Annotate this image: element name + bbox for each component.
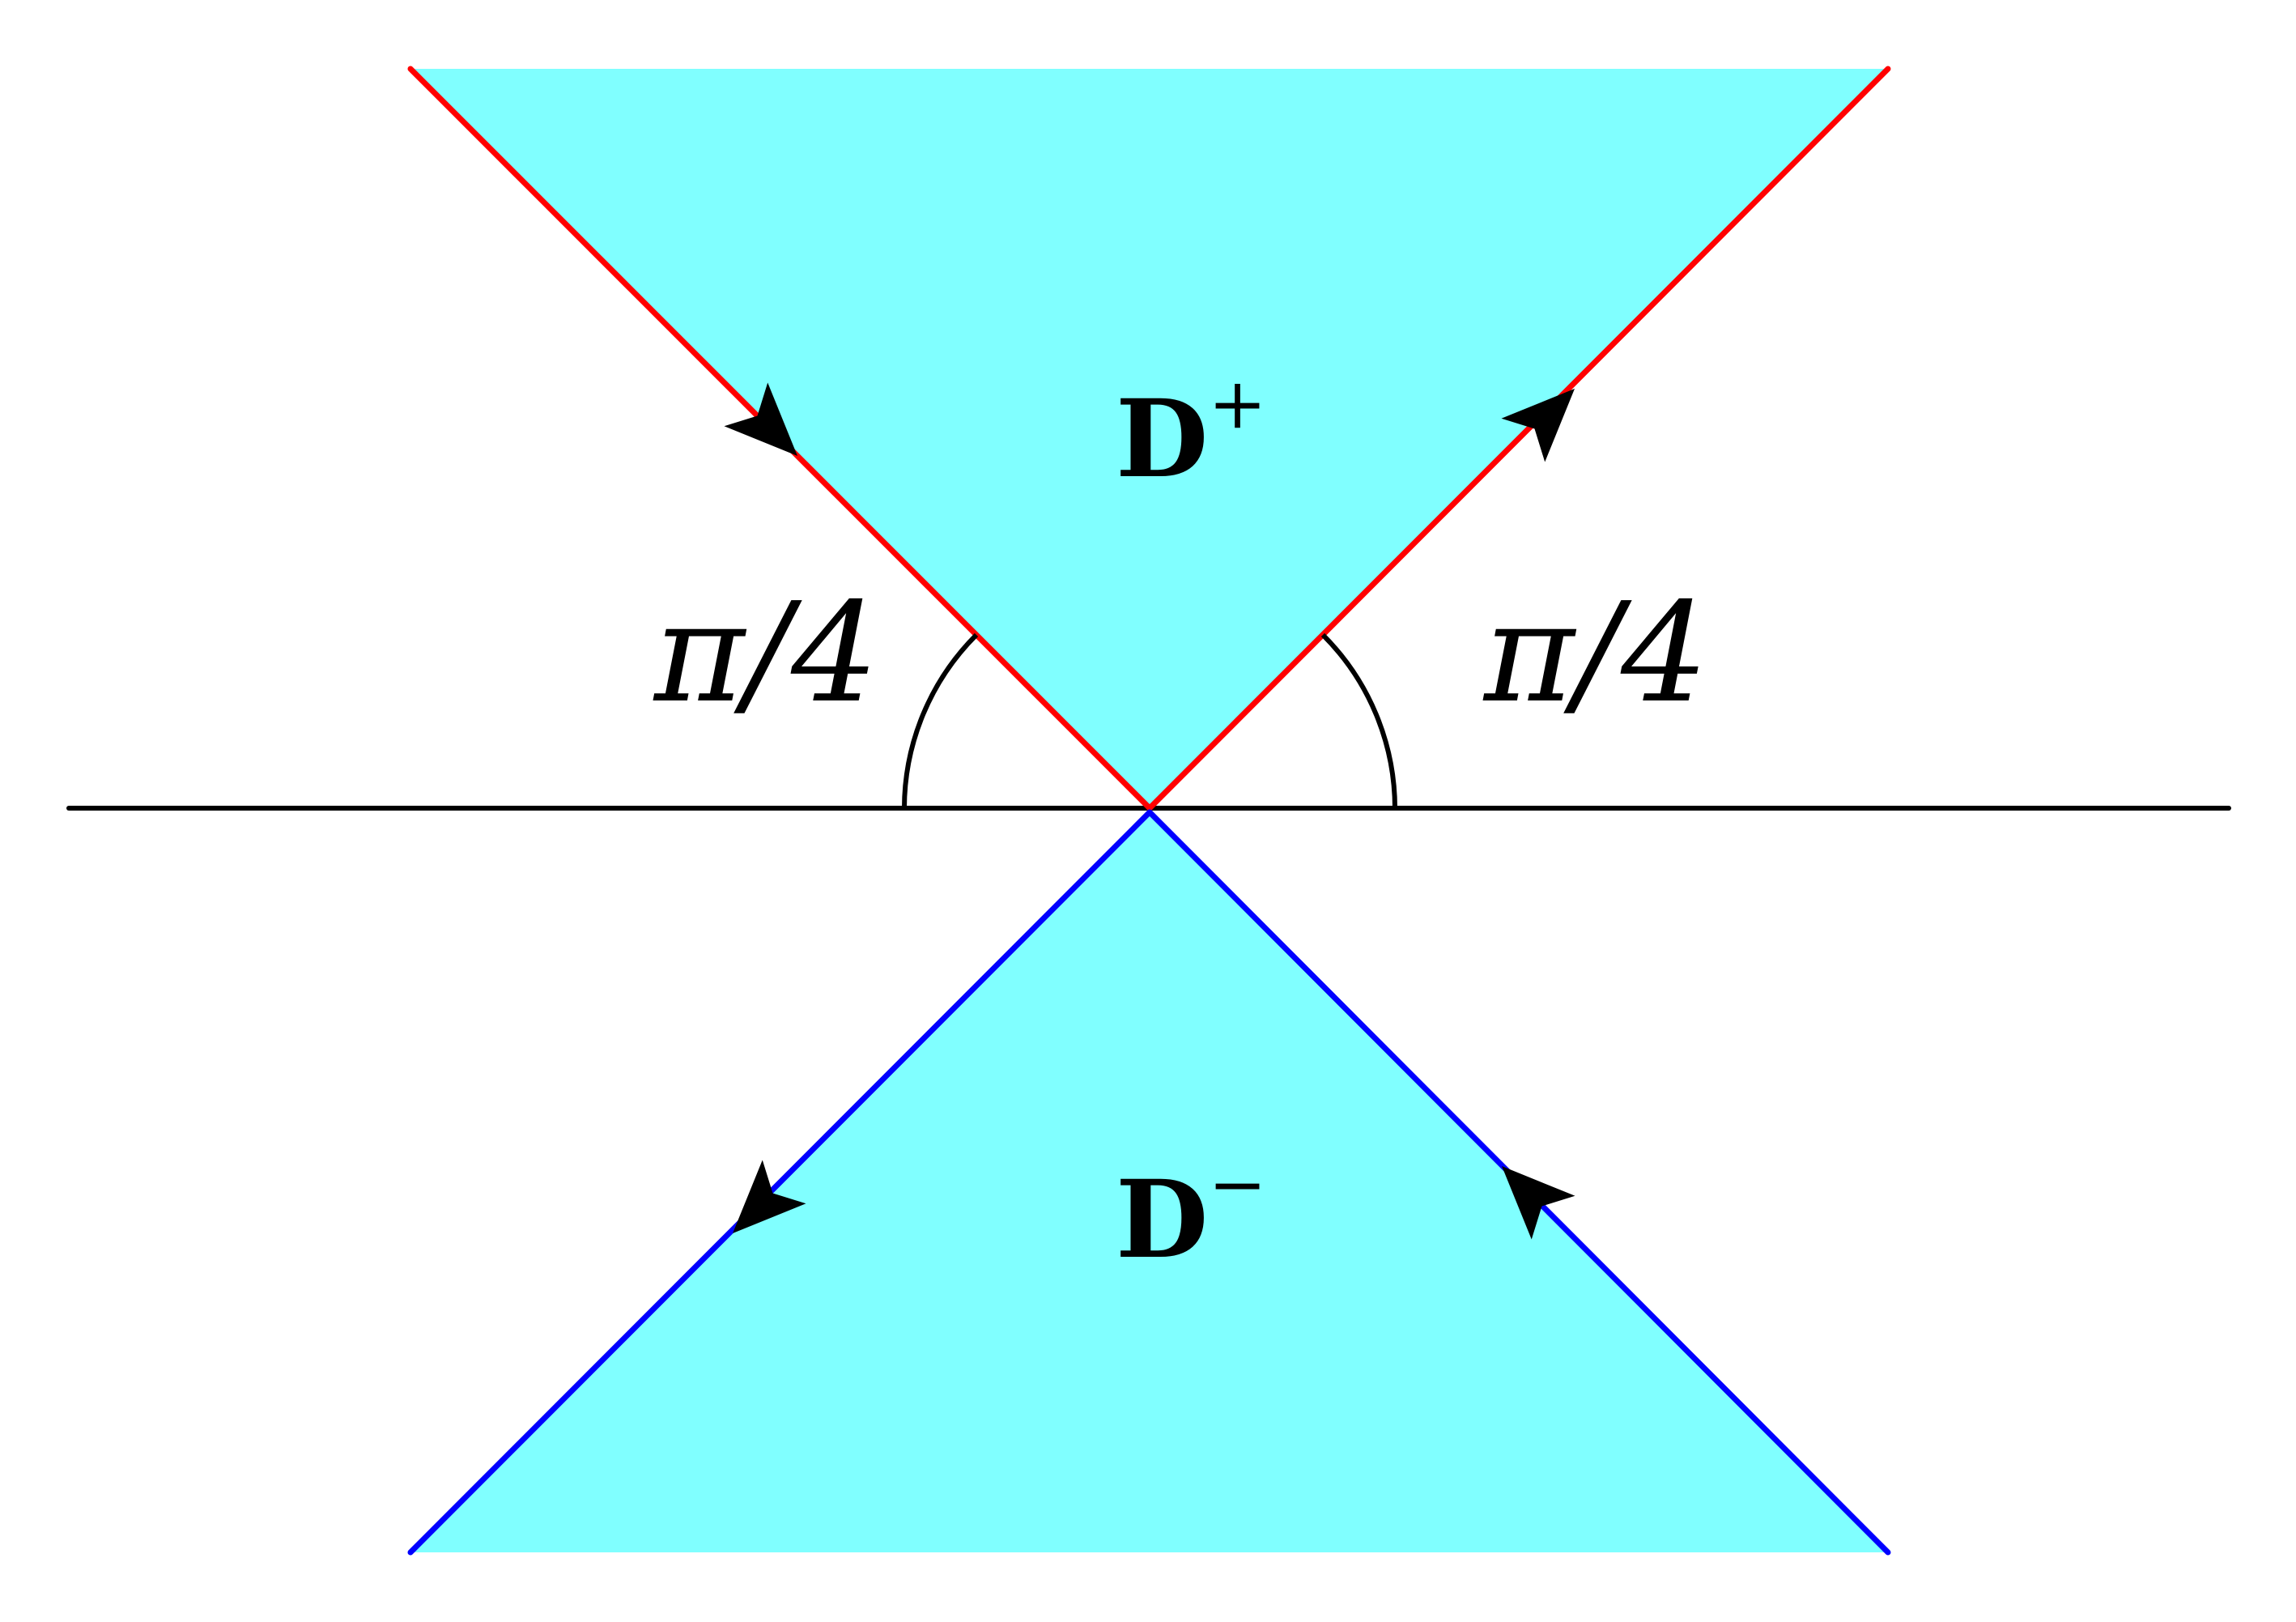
future-region-sup: + — [1208, 364, 1266, 445]
past-region-label: D− — [1116, 1144, 1267, 1283]
past-region-sup: − — [1208, 1144, 1266, 1225]
past-left-edge — [407, 809, 1153, 1556]
past-region-main: D — [1116, 1157, 1208, 1283]
future-region-main: D — [1116, 377, 1208, 502]
future-domain-region — [410, 69, 1888, 807]
arrow-past-right-icon — [1502, 1166, 1575, 1240]
arrow-future-right-icon — [1501, 389, 1575, 462]
arrow-past-left-icon — [733, 1160, 806, 1233]
right-angle-arc — [1320, 632, 1397, 809]
past-domain-region — [410, 812, 1888, 1552]
right-angle-label: π/4 — [1482, 573, 1708, 734]
future-region-label: D+ — [1116, 364, 1267, 502]
arrow-future-left-icon — [724, 382, 797, 456]
future-right-edge — [1146, 66, 1891, 811]
left-angle-arc — [902, 632, 979, 809]
left-angle-label: π/4 — [653, 573, 878, 734]
